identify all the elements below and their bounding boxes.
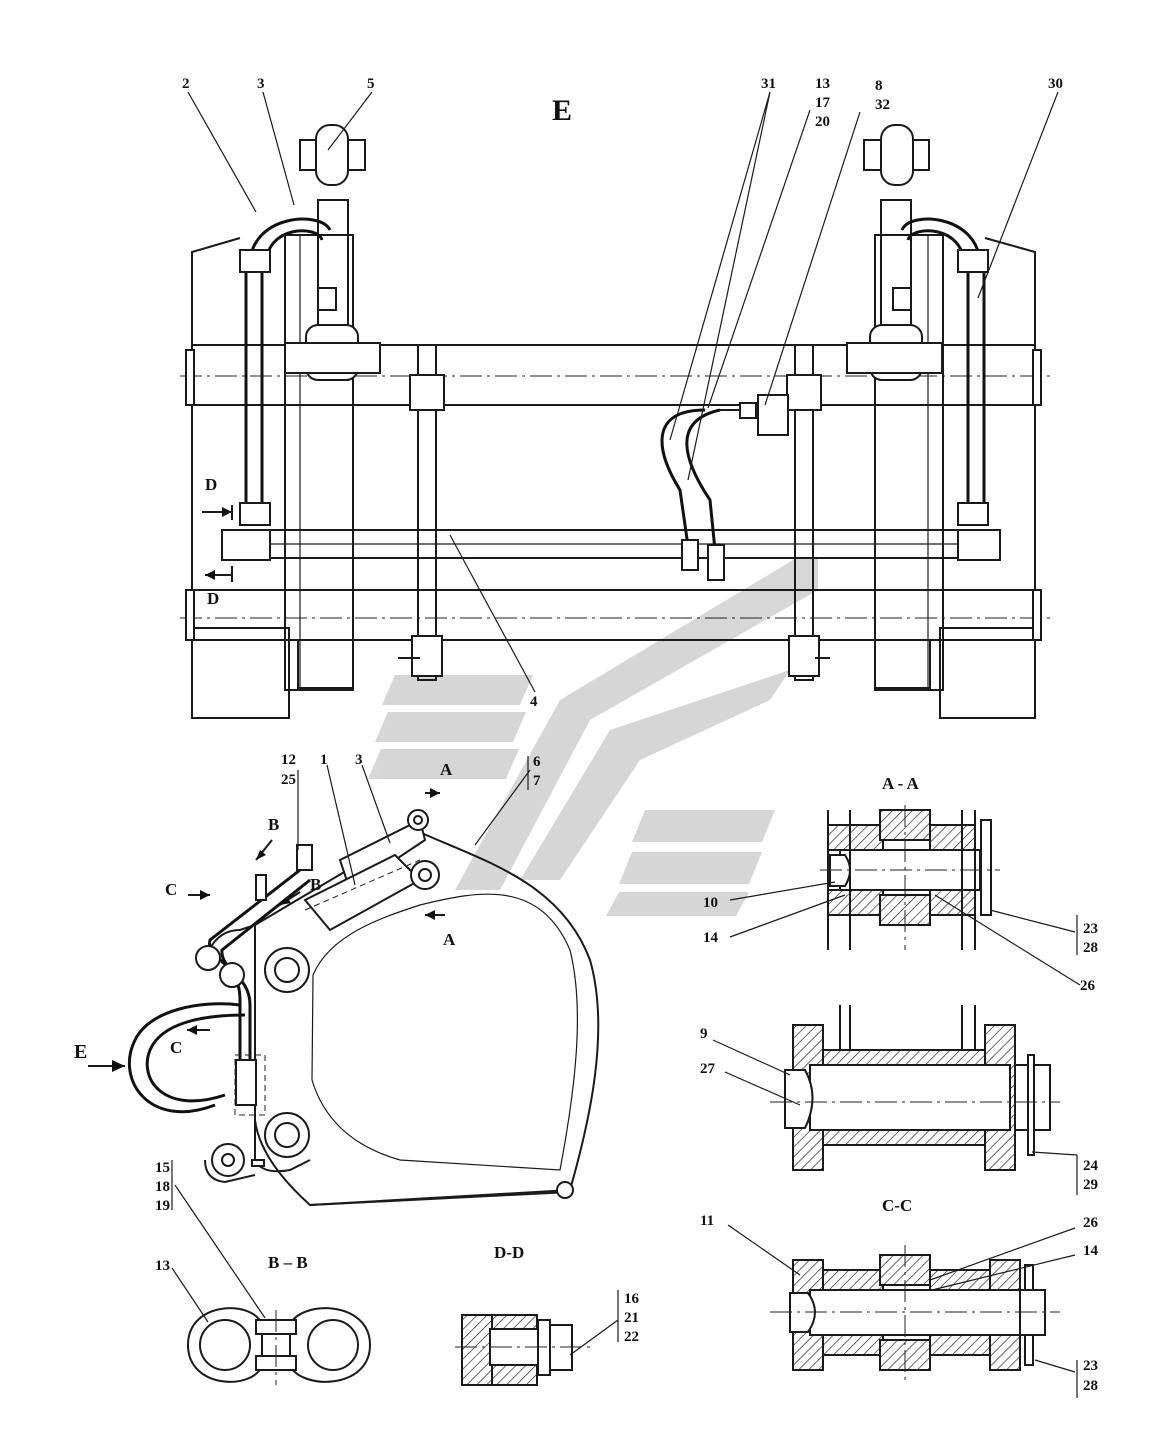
section-cc — [727, 1224, 1078, 1398]
callout: 10 — [703, 895, 718, 911]
callout: 28 — [1083, 940, 1098, 956]
callout: 30 — [1048, 76, 1063, 92]
cut-marker-a-bottom: A — [443, 930, 456, 949]
callout: 14 — [703, 930, 719, 946]
section-title-bb: B – B — [268, 1253, 308, 1272]
callout: 15 — [155, 1160, 170, 1176]
callout: 2 — [182, 76, 190, 92]
cut-marker-d-2: D — [207, 589, 219, 608]
callout: 18 — [155, 1179, 170, 1195]
callout: 3 — [257, 76, 265, 92]
callout: 21 — [624, 1310, 639, 1326]
labels: E E A - A B – B C-C D-D A A B B C C D D … — [74, 76, 1099, 1394]
section-title-cc: C-C — [882, 1196, 912, 1215]
callout: 23 — [1083, 921, 1098, 937]
watermark-logo — [368, 545, 818, 916]
callout: 11 — [700, 1213, 714, 1229]
callout: 19 — [155, 1198, 170, 1214]
view-title: E — [552, 94, 572, 127]
top-view — [180, 124, 1050, 719]
callout: 24 — [1083, 1158, 1099, 1174]
callout: 9 — [700, 1026, 708, 1042]
callout: 6 — [533, 754, 541, 770]
callout: 32 — [875, 97, 890, 113]
section-bb — [171, 1267, 372, 1385]
callout: 13 — [155, 1258, 170, 1274]
section-title-dd: D-D — [494, 1243, 524, 1262]
view-arrow-label: E — [74, 1041, 87, 1063]
callout: 23 — [1083, 1358, 1098, 1374]
callout: 7 — [533, 773, 541, 789]
cut-marker-c-2: C — [170, 1038, 182, 1057]
cut-marker-b-1: B — [268, 815, 279, 834]
callout: 5 — [367, 76, 375, 92]
callout: 20 — [815, 114, 830, 130]
section-aa — [729, 805, 1081, 986]
callout: 22 — [624, 1329, 639, 1345]
callout: 27 — [700, 1061, 716, 1077]
top-view-leaders — [187, 91, 1059, 693]
section-middle — [712, 1005, 1078, 1195]
callout: 17 — [815, 95, 831, 111]
callout: 16 — [624, 1291, 640, 1307]
callout: 8 — [875, 78, 883, 94]
callout: 26 — [1083, 1215, 1099, 1231]
callout: 26 — [1080, 978, 1096, 994]
callout: 29 — [1083, 1177, 1098, 1193]
callout: 28 — [1083, 1378, 1098, 1394]
section-dd — [455, 1290, 619, 1386]
callout: 13 — [815, 76, 830, 92]
cut-marker-a-top: A — [440, 760, 453, 779]
callout: 4 — [530, 694, 538, 710]
callout: 1 — [320, 752, 328, 768]
callout: 3 — [355, 752, 363, 768]
callout: 14 — [1083, 1243, 1099, 1259]
cut-marker-b-2: B — [310, 875, 321, 894]
section-title-aa: A - A — [882, 774, 920, 793]
callout: 31 — [761, 76, 776, 92]
cut-marker-d-1: D — [205, 475, 217, 494]
callout: 12 — [281, 752, 296, 768]
cut-marker-c-1: C — [165, 880, 177, 899]
callout: 25 — [281, 772, 296, 788]
side-view — [88, 756, 600, 1319]
